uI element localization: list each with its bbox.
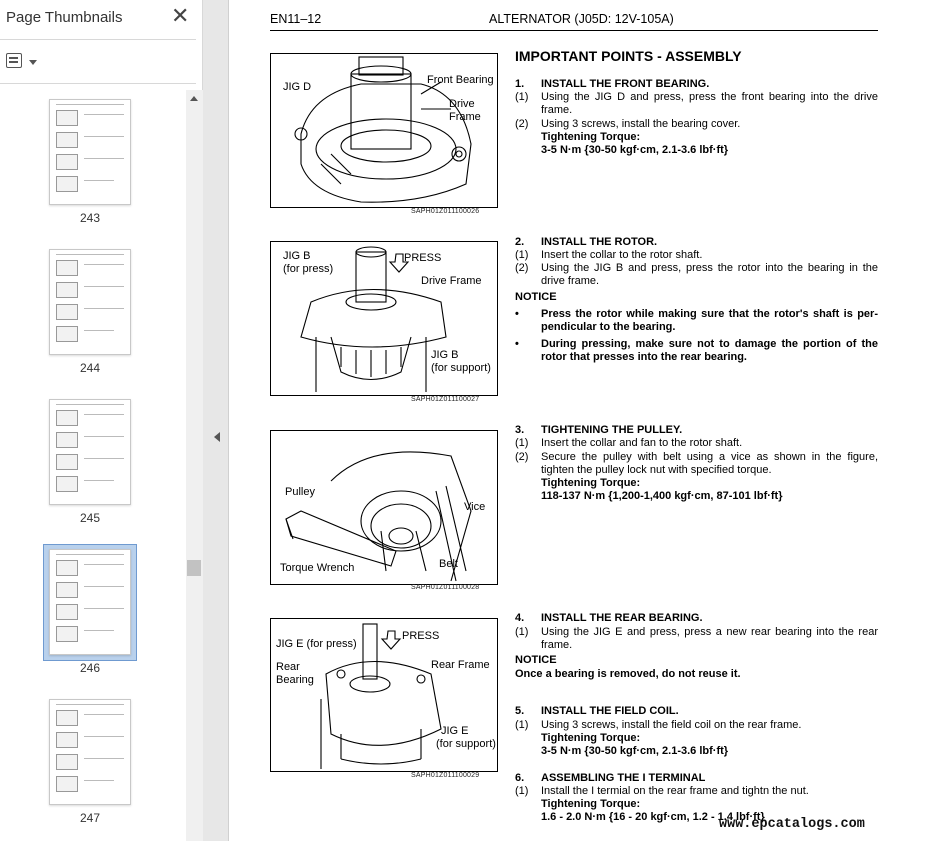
figure-label: Pulley (285, 486, 315, 498)
torque-value: 3-5 N·m {30-50 kgf·cm, 2.1-3.6 lbf·ft} (541, 144, 729, 156)
pulley-illustration (285, 451, 472, 582)
figure-label: PRESS (402, 630, 440, 642)
figure-code: SAPH01Z011100029 (411, 772, 480, 779)
page-thumbnail-246[interactable] (49, 549, 131, 655)
thumbnail-page-number: 245 (79, 511, 101, 525)
figure-label: Torque Wrench (280, 562, 355, 574)
figure-label: PRESS (404, 252, 442, 264)
figure-rotor: JIG B (for press) PRESS Drive Frame JIG … (270, 241, 498, 396)
figure-pulley: Pulley Vice Belt Torque Wrench (270, 430, 498, 585)
panel-title: Page Thumbnails (6, 9, 123, 26)
front-bearing-illustration (294, 56, 472, 203)
figure-label: Vice (464, 501, 486, 513)
chevron-down-icon (29, 60, 37, 65)
close-icon[interactable]: ✕ (171, 3, 190, 28)
thumbnail-page-number: 243 (79, 211, 101, 225)
section-title: IMPORTANT POINTS - ASSEMBLY (515, 48, 742, 64)
watermark: www.epcatalogs.com (719, 817, 865, 832)
thumbnail-options-button[interactable] (4, 52, 40, 72)
rotor-illustration (300, 246, 447, 392)
page-thumbnail-245[interactable] (49, 399, 131, 505)
figure-code: SAPH01Z011100026 (411, 208, 480, 215)
figure-label: Drive (449, 98, 475, 110)
torque-value: 3-5 N·m {30-50 kgf·cm, 2.1-3.6 lbf·ft} (541, 745, 729, 757)
figure-label: JIG B (283, 250, 311, 262)
thumbnail-page-number: 246 (79, 661, 101, 675)
figure-label: Drive Frame (421, 275, 482, 287)
page-thumbnail-243[interactable] (49, 99, 131, 205)
notice-label: NOTICE (515, 291, 557, 303)
page-thumbnails-panel: Page Thumbnails ✕ 243 244 245 (0, 0, 203, 841)
figure-label: Frame (449, 111, 481, 123)
torque-label: Tightening Torque: (541, 477, 641, 489)
thumbnail-page-number: 244 (79, 361, 101, 375)
divider (0, 39, 196, 40)
figure-rear-bearing: JIG E (for press) PRESS Rear Bearing Rea… (270, 618, 498, 772)
scrollbar-thumb[interactable] (187, 560, 201, 576)
instructions-column: IMPORTANT POINTS - ASSEMBLY 1.INSTALL TH… (515, 48, 878, 823)
panel-collapse-strip[interactable] (203, 0, 229, 841)
figure-label: (for press) (283, 263, 334, 275)
figure-label: (for support) (431, 362, 491, 374)
torque-value: 1.6 - 2.0 N·m {16 - 20 kgf·cm, 1.2 - 1.4… (541, 811, 765, 823)
page-thumbnail-247[interactable] (49, 699, 131, 805)
torque-label: Tightening Torque: (541, 131, 641, 143)
figure-label: Belt (439, 558, 458, 570)
figure-label: Bearing (276, 674, 314, 686)
document-page: EN11–12 ALTERNATOR (J05D: 12V-105A) JIG … (229, 0, 931, 841)
figure-label: JIG E (441, 725, 469, 737)
figure-code: SAPH01Z011100028 (411, 584, 480, 591)
page-header-left: EN11–12 (270, 12, 322, 26)
collapse-panel-icon[interactable] (214, 432, 220, 442)
notice-text: Once a bearing is removed, do not reuse … (515, 668, 741, 680)
rear-bearing-illustration (320, 623, 442, 769)
thumbnail-options-icon (6, 53, 22, 68)
page-thumbnail-244[interactable] (49, 249, 131, 355)
figure-label: JIG E (for press) (276, 638, 357, 650)
header-rule (270, 30, 878, 31)
figure-label: JIG B (431, 349, 459, 361)
torque-label: Tightening Torque: (541, 798, 641, 810)
divider (0, 83, 196, 84)
torque-label: Tightening Torque: (541, 732, 641, 744)
page-header-right: ALTERNATOR (J05D: 12V-105A) (489, 12, 674, 26)
figure-label: Front Bearing (427, 74, 494, 86)
figure-label: Rear (276, 661, 300, 673)
figure-code: SAPH01Z011100027 (411, 396, 480, 403)
notice-label: NOTICE (515, 654, 557, 666)
figure-front-bearing: JIG D Front Bearing Drive Frame SAPH01Z0… (270, 53, 498, 208)
figure-label: (for support) (436, 738, 496, 750)
figure-label: Rear Frame (431, 659, 490, 671)
torque-value: 118-137 N·m {1,200-1,400 kgf·cm, 87-101 … (541, 490, 783, 502)
thumbnail-page-number: 247 (79, 811, 101, 825)
scroll-up-icon[interactable] (190, 96, 198, 101)
figure-label: JIG D (283, 81, 312, 93)
thumbnails-scrollbar[interactable] (186, 90, 203, 841)
